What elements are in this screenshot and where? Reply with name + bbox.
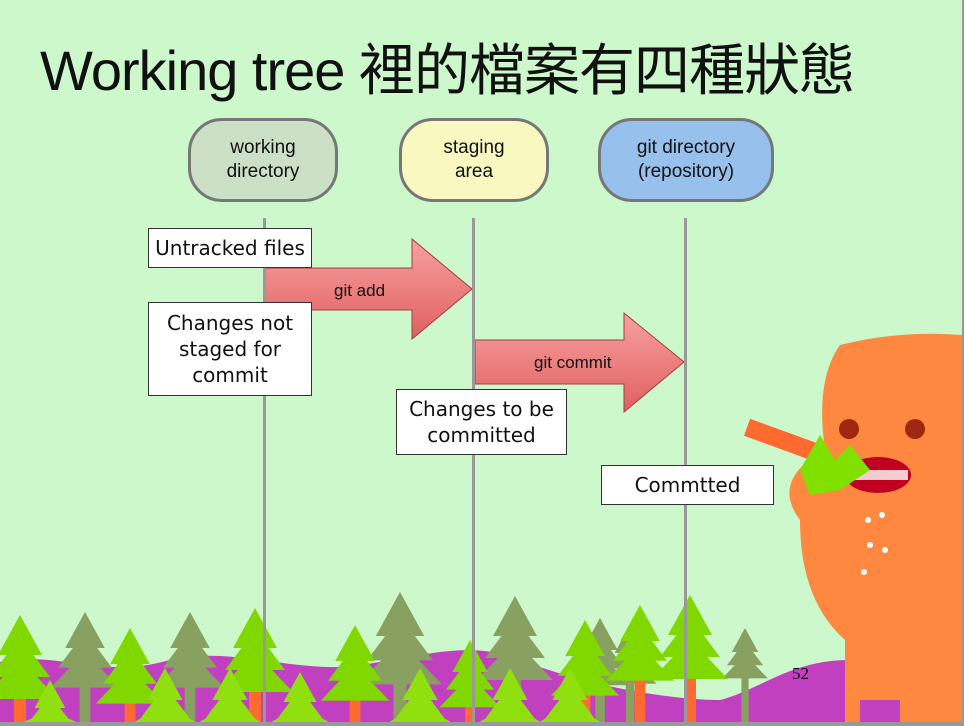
tree-icon	[50, 612, 120, 722]
working-directory-lifeline	[263, 218, 266, 722]
tree-icon	[389, 668, 451, 722]
tree-icon	[439, 640, 501, 722]
box-line: Changes to be	[409, 397, 554, 421]
git-commit-label: git commit	[534, 353, 612, 372]
git-commit-arrow	[474, 311, 685, 414]
box-line: staged for	[178, 337, 282, 361]
node-label: staging	[443, 137, 505, 158]
tree-icon	[23, 680, 77, 722]
tree-icon	[320, 625, 390, 722]
box-line: commit	[192, 363, 268, 387]
node-label: working	[230, 137, 296, 158]
committed-box: Commtted	[601, 465, 774, 505]
tree-icon	[539, 668, 601, 722]
tree-icon	[199, 668, 261, 722]
page-number: 52	[792, 664, 809, 683]
tree-icon	[134, 668, 196, 722]
tree-icon	[652, 595, 728, 722]
slide-title: Working tree 裡的檔案有四種狀態	[40, 39, 855, 102]
monster-illustration	[743, 333, 962, 722]
trees	[0, 592, 768, 722]
tree-icon	[722, 628, 768, 722]
tree-icon	[479, 668, 541, 722]
staging-area-node: staging area	[399, 118, 549, 202]
git-add-label: git add	[334, 281, 386, 300]
node-label: area	[454, 161, 494, 182]
box-line: committed	[427, 423, 536, 447]
untracked-files-box: Untracked files	[148, 228, 312, 268]
git-directory-node: git directory (repository)	[598, 118, 774, 202]
box-line: Changes not	[166, 311, 294, 335]
tree-icon	[155, 612, 225, 722]
node-label: git directory	[636, 137, 736, 158]
tree-icon	[95, 628, 165, 722]
node-label: directory	[226, 161, 300, 182]
node-label: (repository)	[637, 161, 735, 182]
working-directory-node: working directory	[188, 118, 338, 202]
staging-area-lifeline	[472, 218, 475, 722]
tree-icon	[605, 605, 675, 722]
tree-icon	[271, 672, 329, 722]
tree-icon	[0, 615, 58, 722]
